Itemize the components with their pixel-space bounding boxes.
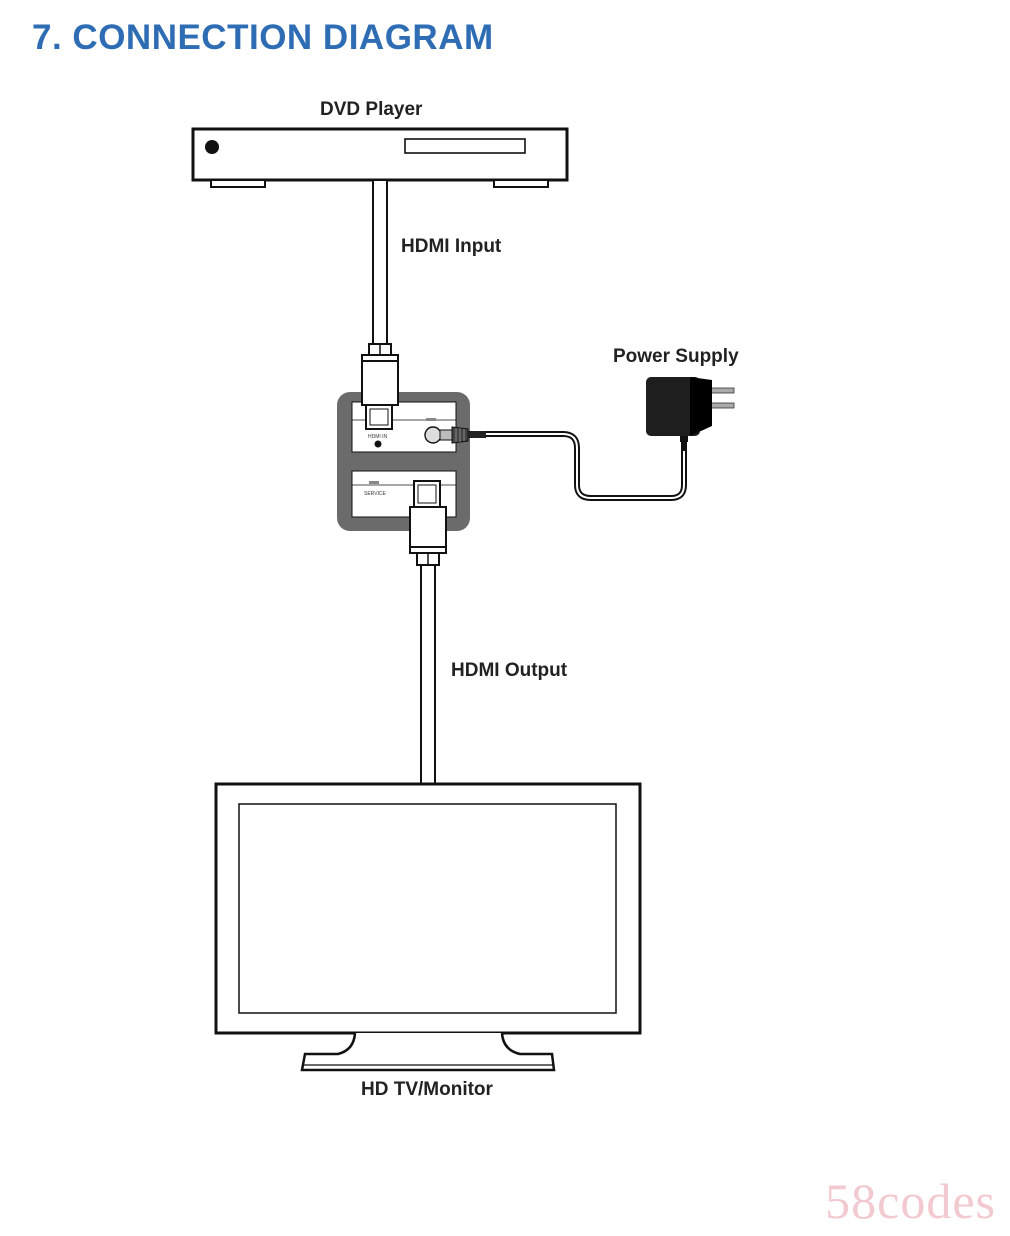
watermark: 58codes (825, 1173, 996, 1229)
dvd-power-button (205, 140, 219, 154)
label-power-supply: Power Supply (613, 346, 739, 367)
tv-stand (300, 1032, 556, 1072)
label-hdmi-output: HDMI Output (451, 660, 568, 681)
power-adapter-icon (646, 377, 735, 451)
label-hdmi-input: HDMI Input (401, 236, 502, 257)
label-tv-monitor: HD TV/Monitor (361, 1079, 493, 1100)
hdmi-input-plug (361, 360, 399, 430)
dvd-disc-slot (404, 138, 526, 154)
dvd-player-device (191, 127, 569, 188)
power-cable (486, 431, 687, 501)
hdmi-output-plug (409, 480, 447, 554)
page-title: 7. CONNECTION DIAGRAM (32, 18, 494, 57)
port-label-service: SERVICE (364, 491, 387, 497)
dc-power-plug (424, 426, 486, 444)
port-label-hdmi-in: HDMI IN (368, 434, 388, 440)
tv-monitor-device (214, 782, 642, 1072)
dvd-foot-right (493, 179, 549, 188)
label-dvd-player: DVD Player (320, 99, 423, 120)
hdmi-extender-device (337, 392, 470, 531)
hdmi-input-cable (361, 179, 399, 362)
tv-screen (238, 803, 617, 1014)
hdmi-output-cable (416, 552, 440, 785)
dvd-foot-left (210, 179, 266, 188)
